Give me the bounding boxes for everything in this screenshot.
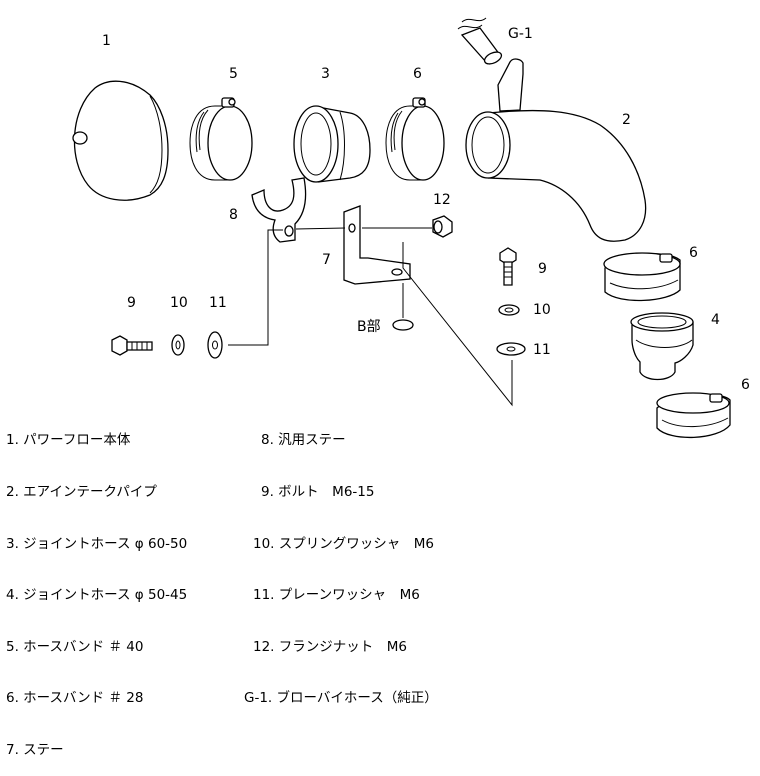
legend-item-9: 9. ボルト M6-15 bbox=[261, 484, 375, 500]
part-5-hose-band bbox=[189, 97, 253, 181]
callout-labels: 1 5 3 6 G-1 2 8 12 7 9 6 9 10 11 10 B部 4… bbox=[102, 26, 750, 393]
legend-left: 1. パワーフロー本体 2. エアインテークパイプ 3. ジョイントホース φ … bbox=[6, 398, 187, 776]
part-8-universal-stay bbox=[251, 177, 307, 243]
legend-item-10: 10. スプリングワッシャ M6 bbox=[253, 535, 434, 552]
legend-item-4: 4. ジョイントホース φ 50-45 bbox=[6, 587, 188, 604]
callout-9-left: 9 bbox=[127, 295, 136, 311]
part-6-hose-band-upper bbox=[385, 97, 445, 181]
part-9-bolt-right bbox=[499, 247, 517, 286]
legend-item-12: 12. フランジナット M6 bbox=[253, 638, 407, 655]
legend-item-11: 11. プレーンワッシャ M6 bbox=[253, 587, 420, 604]
callout-6-lower-b: 6 bbox=[741, 377, 750, 393]
callout-b-section: B部 bbox=[357, 319, 381, 335]
legend-right: 8. 汎用ステー 9. ボルト M6-15 10. スプリングワッシャ M6 1… bbox=[244, 398, 438, 725]
callout-8: 8 bbox=[229, 207, 238, 223]
legend-item-2: 2. エアインテークパイプ bbox=[6, 484, 157, 500]
legend-item-3: 3. ジョイントホース φ 60-50 bbox=[6, 535, 188, 552]
part-7-stay bbox=[343, 205, 411, 285]
part-g1-blowby-hose bbox=[457, 17, 503, 65]
callout-6-lower-a: 6 bbox=[689, 245, 698, 261]
part-11-plain-washer-right bbox=[496, 342, 526, 356]
part-10-spring-washer-left bbox=[171, 334, 185, 356]
callout-2: 2 bbox=[622, 112, 631, 128]
part-1-powerflow-body bbox=[72, 80, 169, 201]
callout-g1: G-1 bbox=[508, 26, 533, 42]
callout-11-left: 11 bbox=[209, 295, 227, 311]
legend-item-8: 8. 汎用ステー bbox=[261, 432, 346, 449]
callout-1: 1 bbox=[102, 33, 111, 49]
parts-diagram: 1 5 3 6 G-1 2 8 12 7 9 6 9 10 11 10 B部 4… bbox=[72, 17, 750, 439]
part-6-hose-band-lower-a bbox=[603, 252, 681, 302]
legend-item-5: 5. ホースバンド ＃ 40 bbox=[6, 638, 144, 655]
callout-9-right: 9 bbox=[538, 261, 547, 277]
callout-10-left: 10 bbox=[170, 295, 188, 311]
b-section-washer bbox=[392, 319, 414, 331]
part-2-intake-pipe bbox=[465, 58, 647, 242]
callout-7: 7 bbox=[322, 252, 331, 268]
callout-11-right: 11 bbox=[533, 342, 551, 358]
part-4-joint-hose bbox=[630, 312, 694, 381]
part-6-hose-band-lower-b bbox=[656, 392, 731, 439]
part-12-flange-nut bbox=[432, 215, 453, 238]
callout-6-upper: 6 bbox=[413, 66, 422, 82]
legend-item-1: 1. パワーフロー本体 bbox=[6, 432, 131, 449]
legend-item-g1: G-1. ブローバイホース（純正） bbox=[244, 690, 438, 707]
legend-item-6: 6. ホースバンド ＃ 28 bbox=[6, 690, 144, 707]
callout-5: 5 bbox=[229, 66, 238, 82]
part-10-spring-washer-right bbox=[498, 304, 520, 316]
callout-12: 12 bbox=[433, 192, 451, 208]
callout-10-right: 10 bbox=[533, 302, 551, 318]
part-3-joint-hose bbox=[293, 105, 371, 183]
legend-item-7: 7. ステー bbox=[6, 741, 64, 758]
part-9-bolt-left bbox=[111, 335, 153, 356]
callout-3: 3 bbox=[321, 66, 330, 82]
leader-lines bbox=[228, 227, 513, 407]
part-11-plain-washer-left bbox=[207, 331, 223, 359]
callout-4: 4 bbox=[711, 312, 720, 328]
